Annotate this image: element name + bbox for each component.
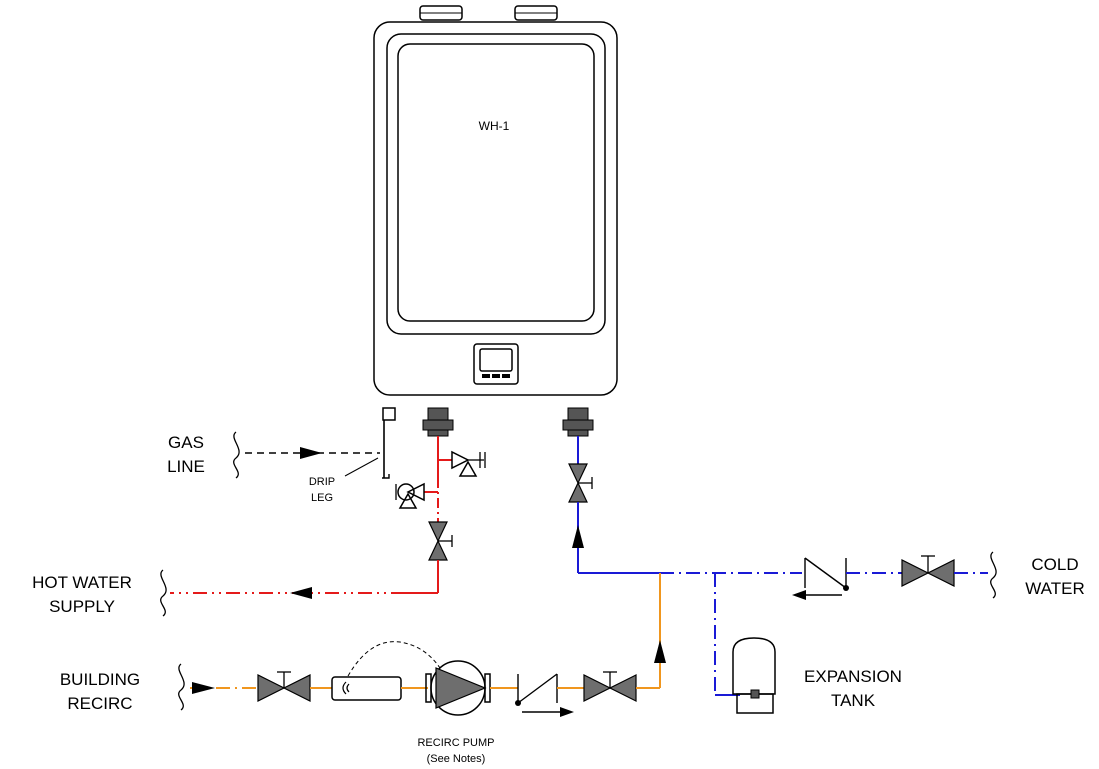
cold-pipe-break [990, 551, 997, 599]
recirc-label-line1: BUILDING [60, 670, 140, 689]
recirc-riser-arrow [654, 640, 666, 663]
expansion-tank-label-line2: TANK [831, 691, 876, 710]
cold-shutoff-valve [568, 463, 593, 503]
hot-shutoff-valve [428, 521, 453, 561]
recirc-flow-arrow [192, 682, 215, 694]
cold-inlet-fitting [562, 407, 594, 437]
hot-outlet-fitting [422, 407, 454, 437]
vent-collar-right [514, 5, 558, 21]
recirc-outlet-valve [583, 671, 637, 702]
mixing-valve [395, 482, 425, 509]
gas-line-label-line1: GAS [168, 433, 204, 452]
cold-check-valve [792, 557, 849, 600]
gas-pipe-break [233, 431, 240, 479]
gas-line-label-line2: LINE [167, 457, 205, 476]
heater-front-panel [386, 33, 606, 335]
drip-leg-leader [344, 457, 379, 477]
cold-flow-arrow [572, 525, 584, 548]
recirc-pump [425, 660, 491, 716]
recirc-piping: BUILDING RECIRC RECIRC PUMP (See Notes) [60, 573, 666, 765]
cold-main-valve [901, 555, 955, 587]
gas-line: DRIP LEG GAS LINE [167, 420, 390, 504]
recirc-pump-label-line1: RECIRC PUMP [417, 737, 494, 749]
hot-flow-arrow [290, 587, 312, 599]
drip-leg-cap [382, 474, 390, 479]
cold-water-label-line2: WATER [1025, 579, 1085, 598]
heater-body [373, 21, 618, 396]
water-heater: WH-1 [373, 5, 618, 437]
hot-water-piping: HOT WATER SUPPLY [32, 436, 486, 617]
recirc-label-line2: RECIRC [67, 694, 132, 713]
heater-label: WH-1 [479, 119, 510, 133]
hot-water-label-line1: HOT WATER [32, 573, 132, 592]
recirc-pipe-break [178, 663, 185, 711]
hot-water-label-line2: SUPPLY [49, 597, 115, 616]
recirc-pump-label-line2: (See Notes) [427, 753, 486, 765]
recirc-inlet-valve [257, 671, 311, 702]
recirc-check-valve [515, 673, 574, 717]
expansion-tank-label-line1: EXPANSION [804, 667, 902, 686]
aquastat-control-wire [347, 641, 441, 677]
cold-water-label-line1: COLD [1031, 555, 1078, 574]
vent-collar-left [419, 5, 463, 21]
drip-leg-label-line2: LEG [311, 492, 333, 504]
hot-pipe-break [160, 569, 167, 617]
gas-connection-stub [382, 407, 396, 421]
gas-flow-arrow [300, 447, 322, 459]
cold-water-piping: COLD WATER [568, 436, 1085, 696]
drip-leg-label-line1: DRIP [309, 476, 335, 488]
heater-window [397, 43, 595, 322]
control-panel [473, 343, 519, 385]
expansion-tank: EXPANSION TANK [732, 637, 902, 714]
recirc-aquastat [331, 676, 402, 701]
relief-valve [451, 450, 486, 477]
